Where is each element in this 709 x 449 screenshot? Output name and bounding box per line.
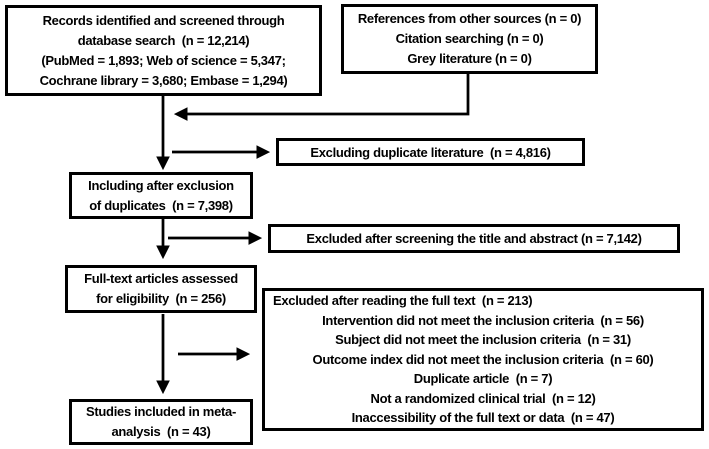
box-text-line: Intervention did not meet the inclusion … [322,312,644,328]
box-after-deduplication: Including after exclusion of duplicates … [69,172,253,219]
box-text-line: Including after exclusion [88,177,234,193]
box-title-abstract-excluded: Excluded after screening the title and a… [268,224,680,253]
box-fulltext-assessed: Full-text articles assessed for eligibil… [65,265,257,313]
box-records-identified: Records identified and screened through … [5,5,322,96]
box-text-line: Duplicate article (n = 7) [413,371,553,387]
box-text-line: Records identified and screened through [42,12,285,28]
box-references-other-sources: References from other sources (n = 0) Ci… [341,4,598,74]
box-fulltext-excluded: Excluded after reading the full text (n … [262,288,704,431]
box-text-line: Inaccessibility of the full text or data… [351,410,615,426]
box-duplicates-excluded: Excluding duplicate literature (n = 4,81… [276,138,585,166]
box-text-line: Outcome index did not meet the inclusion… [312,351,654,367]
box-text-line: Subject did not meet the inclusion crite… [335,332,631,348]
box-text-line: (PubMed = 1,893; Web of science = 5,347; [41,52,286,68]
box-text-line: Studies included in meta- [86,404,236,419]
box-text-line: Cochrane library = 3,680; Embase = 1,294… [39,72,288,88]
box-text-line: Full-text articles assessed [84,271,238,286]
box-text-line: Excluding duplicate literature (n = 4,81… [310,144,551,160]
arrow-other-sources-merge [173,74,470,121]
box-text-line: for eligibility (n = 256) [96,291,226,306]
box-text-line: Excluded after screening the title and a… [306,230,642,246]
box-text-line: database search (n = 12,214) [77,32,250,48]
box-text-line: of duplicates (n = 7,398) [89,197,233,213]
box-text-line: Excluded after reading the full text (n … [273,293,533,309]
box-studies-included: Studies included in meta- analysis (n = … [69,399,253,445]
box-text-line: analysis (n = 43) [111,424,211,439]
box-text-line: Not a randomized clinical trial (n = 12) [370,390,596,406]
box-text-line: Grey literature (n = 0) [407,51,532,66]
box-text-line: Citation searching (n = 0) [395,31,544,46]
box-text-line: References from other sources (n = 0) [357,11,582,26]
